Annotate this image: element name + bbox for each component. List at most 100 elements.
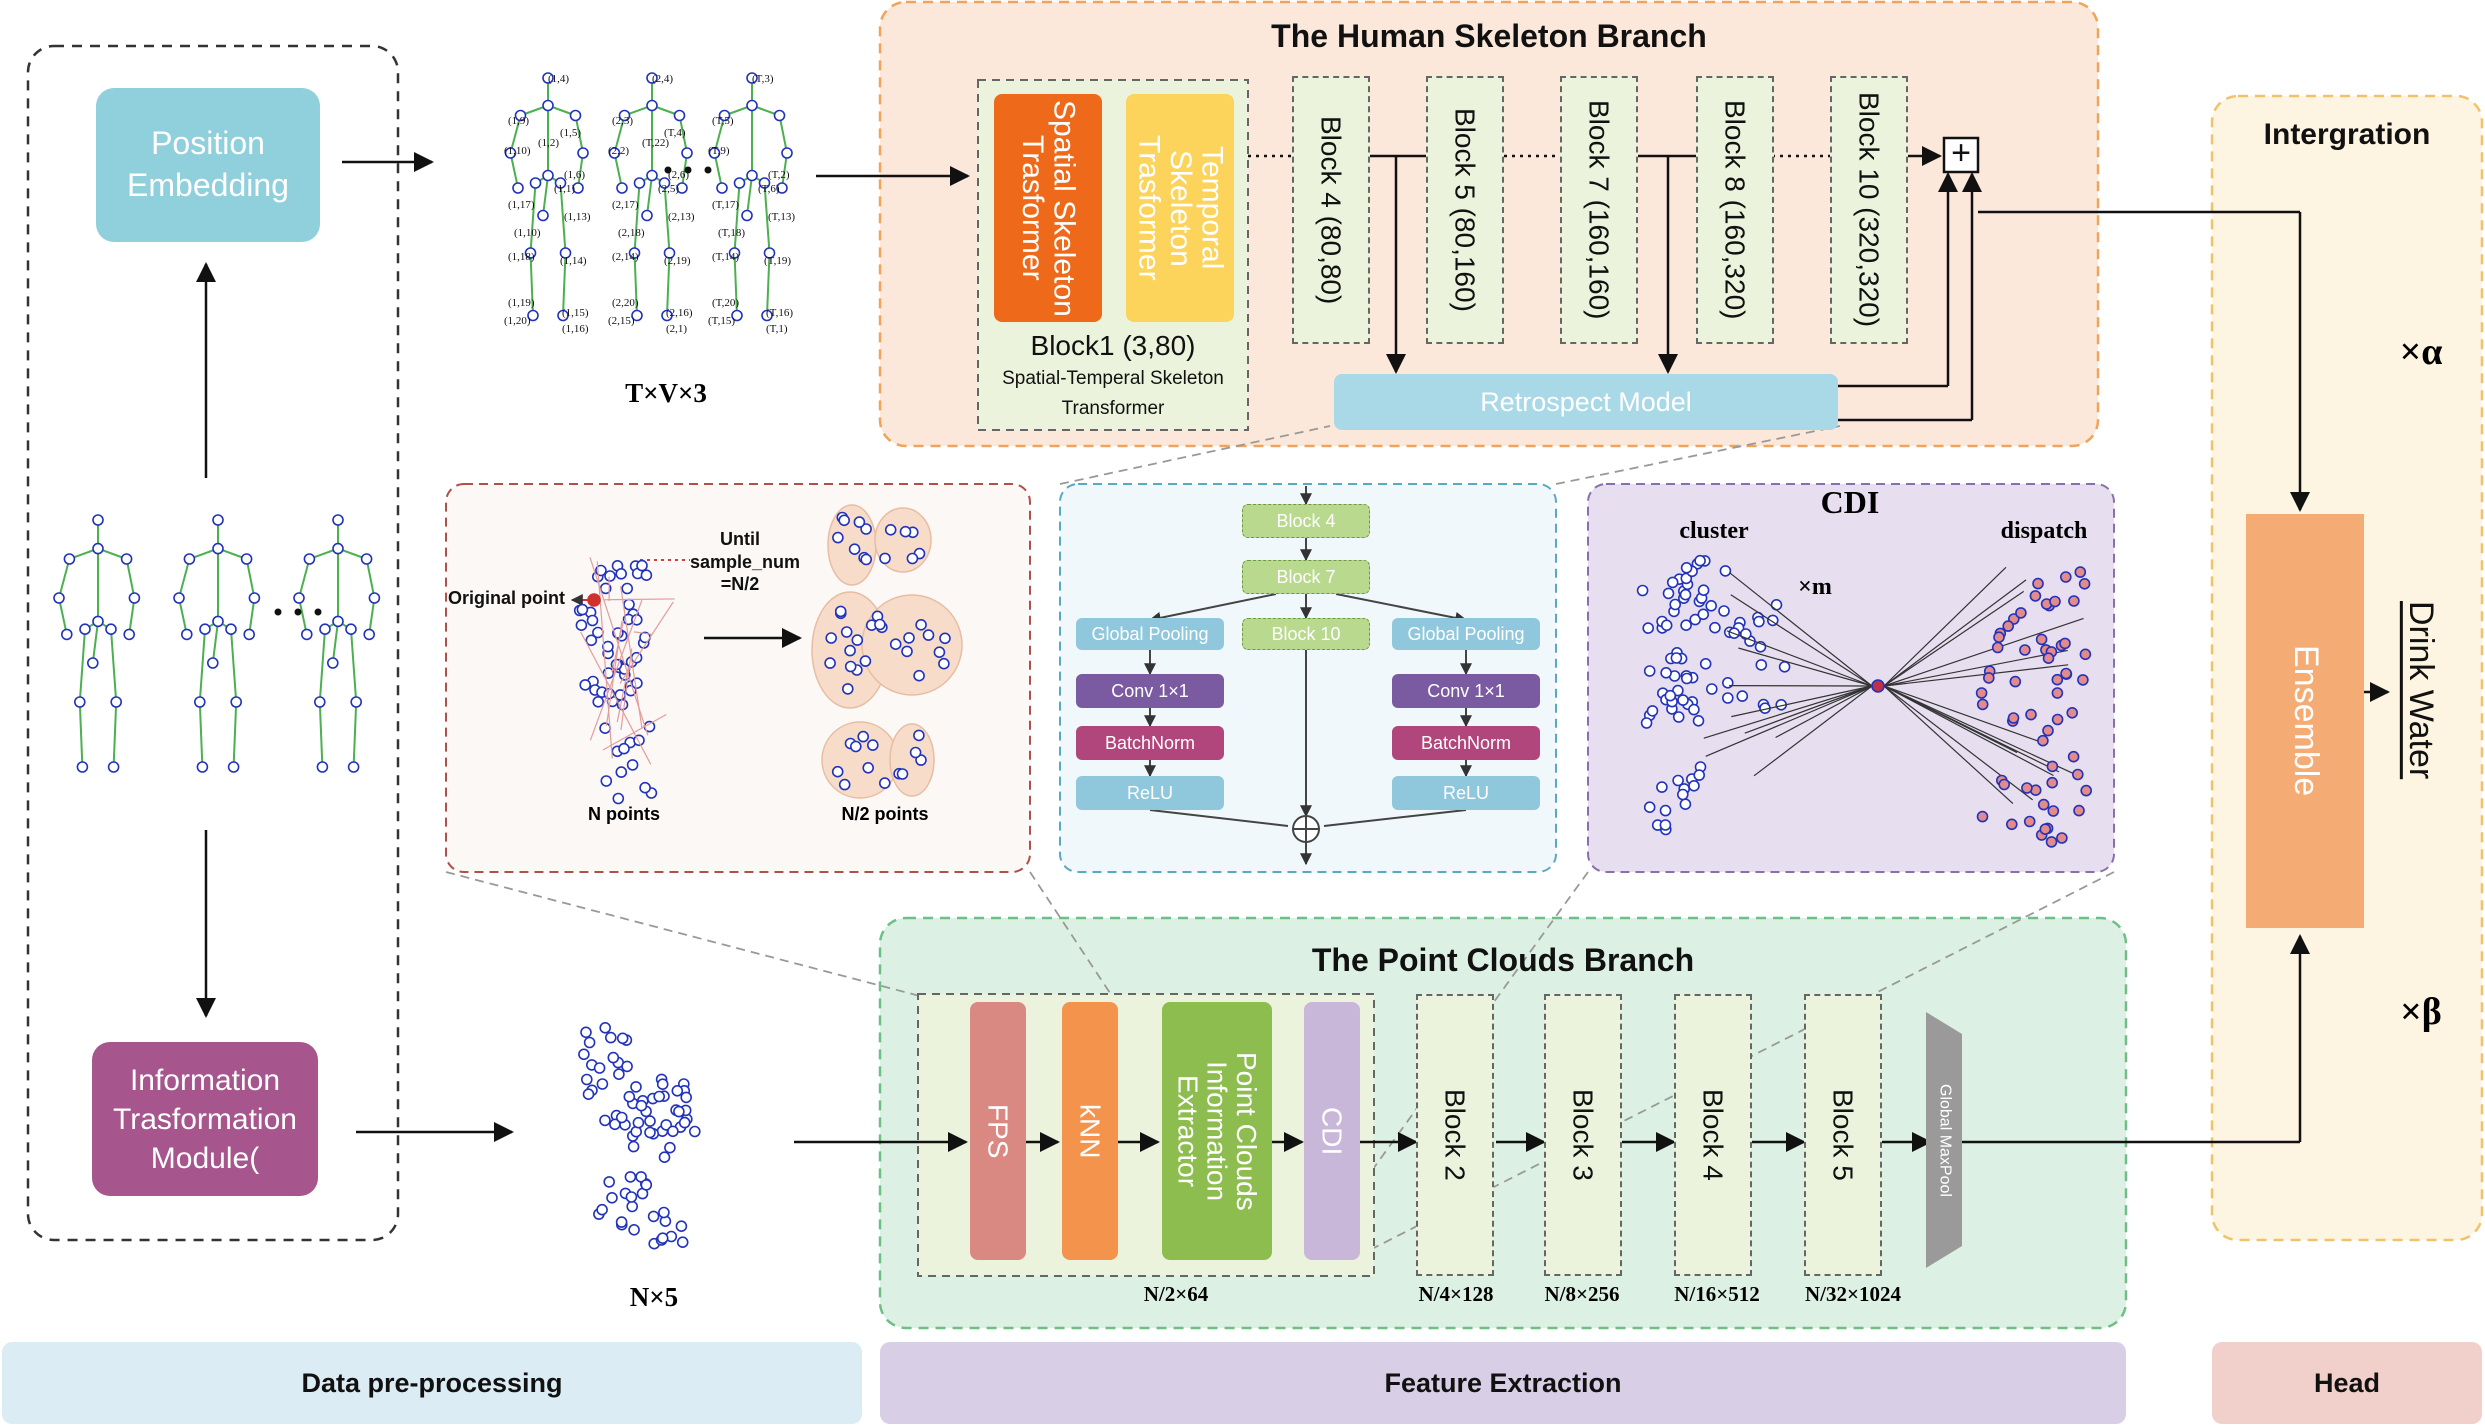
- skeleton-joint: [92, 542, 104, 555]
- retrospect-model-box: Retrospect Model: [1334, 374, 1838, 430]
- point-marker: [1719, 565, 1732, 577]
- skeleton-joint: [746, 169, 758, 182]
- stage-feature: Feature Extraction: [880, 1342, 2126, 1424]
- skeleton-bone: [128, 597, 136, 635]
- skeleton-block-1: Block 4 (80,80): [1292, 76, 1370, 344]
- point-marker: [1681, 672, 1693, 685]
- skeleton-bone: [298, 597, 308, 635]
- cloud-shape-label: N×5: [629, 1282, 679, 1312]
- dispatched-point: [1976, 810, 1989, 823]
- point-marker: [849, 740, 862, 753]
- cdi-label: CDI: [1316, 1106, 1348, 1156]
- preprocess-frame: [26, 44, 400, 1242]
- joint-coordinate-label: (1,16): [562, 323, 589, 335]
- skeleton-joint: [537, 209, 549, 222]
- dispatched-point: [2045, 836, 2058, 848]
- retro-bn-right-label: BatchNorm: [1420, 732, 1512, 753]
- point-marker: [1689, 613, 1701, 626]
- knn-label: kNN: [1074, 1103, 1106, 1159]
- skeleton-joint: [661, 309, 673, 322]
- dim-label: N/8×256: [1544, 1282, 1620, 1306]
- skeleton-joint: [504, 147, 517, 159]
- point-marker: [630, 1081, 642, 1093]
- point-marker: [1694, 554, 1706, 567]
- skeleton-joint: [618, 109, 631, 122]
- skeleton-bone: [633, 252, 638, 316]
- skeleton-joint: [360, 553, 373, 565]
- position-embedding-box: Position Embedding: [96, 88, 320, 242]
- point-marker: [1643, 665, 1656, 677]
- retro-block10-label: Block 10: [1271, 623, 1341, 644]
- skeleton-joint: [63, 553, 76, 565]
- point-marker: [678, 1116, 691, 1129]
- cloud-branch-title: The Point Clouds Branch: [1311, 942, 1695, 978]
- skeleton-bone: [318, 629, 326, 703]
- point-marker: [913, 669, 925, 682]
- position-embedding-label: Position Embedding: [127, 125, 289, 203]
- dispatched-point: [2037, 798, 2050, 811]
- original-point-label: Original point: [448, 588, 565, 608]
- dispatched-point: [2015, 607, 2027, 619]
- joint-coordinate-label: (1,5): [560, 127, 581, 139]
- block1-sublabel: Spatial-Temperal Skeleton Transformer: [1002, 368, 1224, 420]
- skeleton-joint: [196, 761, 209, 773]
- skeleton-block-4: Block 8 (160,320): [1696, 76, 1774, 344]
- point-marker: [673, 1105, 685, 1118]
- skeleton-joint: [316, 761, 329, 773]
- point-marker: [844, 644, 856, 657]
- fps-box: FPS: [970, 1002, 1026, 1260]
- point-marker: [915, 754, 927, 766]
- skeleton-block-label: Block 10 (320,320): [1853, 92, 1885, 328]
- point-marker: [896, 768, 909, 780]
- skeleton-bone: [368, 597, 376, 635]
- skeleton-bone: [198, 701, 204, 768]
- skeleton-bone: [58, 558, 71, 599]
- joint-coordinate-label: (T,1): [766, 323, 788, 335]
- joint-coordinate-label: (T,19): [764, 255, 791, 267]
- skeleton-bone: [713, 152, 723, 189]
- retro-gp-left-label: Global Pooling: [1091, 623, 1209, 644]
- point-marker: [621, 1060, 633, 1073]
- dispatched-point: [1991, 641, 2004, 654]
- skeleton-joint: [663, 247, 676, 259]
- point-marker: [844, 660, 857, 673]
- original-point-marker: [587, 593, 601, 607]
- skeleton-joint: [332, 615, 344, 628]
- point-marker: [647, 1210, 660, 1223]
- skeleton-bone: [766, 252, 771, 316]
- point-marker: [599, 1114, 611, 1127]
- skeleton-bone: [562, 252, 567, 316]
- point-marker: [1692, 714, 1705, 727]
- joint-coordinate-label: (2,18): [618, 227, 645, 239]
- cdi-gather-line: [1726, 630, 1873, 687]
- dispatched-point: [2037, 734, 2049, 747]
- skeleton-bone: [112, 701, 118, 768]
- retro-bn-left-label: BatchNorm: [1104, 732, 1196, 753]
- retro-conv-right: Conv 1×1: [1392, 674, 1540, 708]
- n-half-line: =N/2: [720, 574, 760, 594]
- skeleton-joint: [542, 169, 554, 182]
- skeleton-bone: [577, 152, 584, 189]
- retro-block4-label: Block 4: [1276, 510, 1336, 531]
- skeleton-joint: [646, 169, 658, 182]
- skeleton-joint: [74, 696, 86, 708]
- joint-coordinate-label: (T,3): [752, 73, 774, 85]
- point-marker: [592, 695, 605, 708]
- fps-link: [616, 666, 629, 723]
- fps-link: [619, 601, 674, 684]
- skeleton-bone: [232, 701, 238, 768]
- cdi-gather-line: [1744, 685, 1873, 734]
- skeleton-block-label: Block 5 (80,160): [1449, 108, 1481, 312]
- point-marker: [606, 1192, 618, 1204]
- joint-coordinate-label: (1,15): [562, 307, 589, 319]
- skeleton-block-label: Block 8 (160,320): [1719, 100, 1751, 320]
- skeleton-joint: [230, 696, 242, 708]
- skeleton-joint: [514, 109, 527, 122]
- point-marker: [906, 552, 919, 565]
- skeleton-joint: [128, 592, 141, 604]
- point-marker: [1688, 779, 1700, 792]
- skeleton-joint: [746, 99, 758, 112]
- point-marker: [832, 531, 844, 544]
- cdi-dispatch-line: [1883, 617, 2084, 687]
- point-marker: [866, 739, 879, 751]
